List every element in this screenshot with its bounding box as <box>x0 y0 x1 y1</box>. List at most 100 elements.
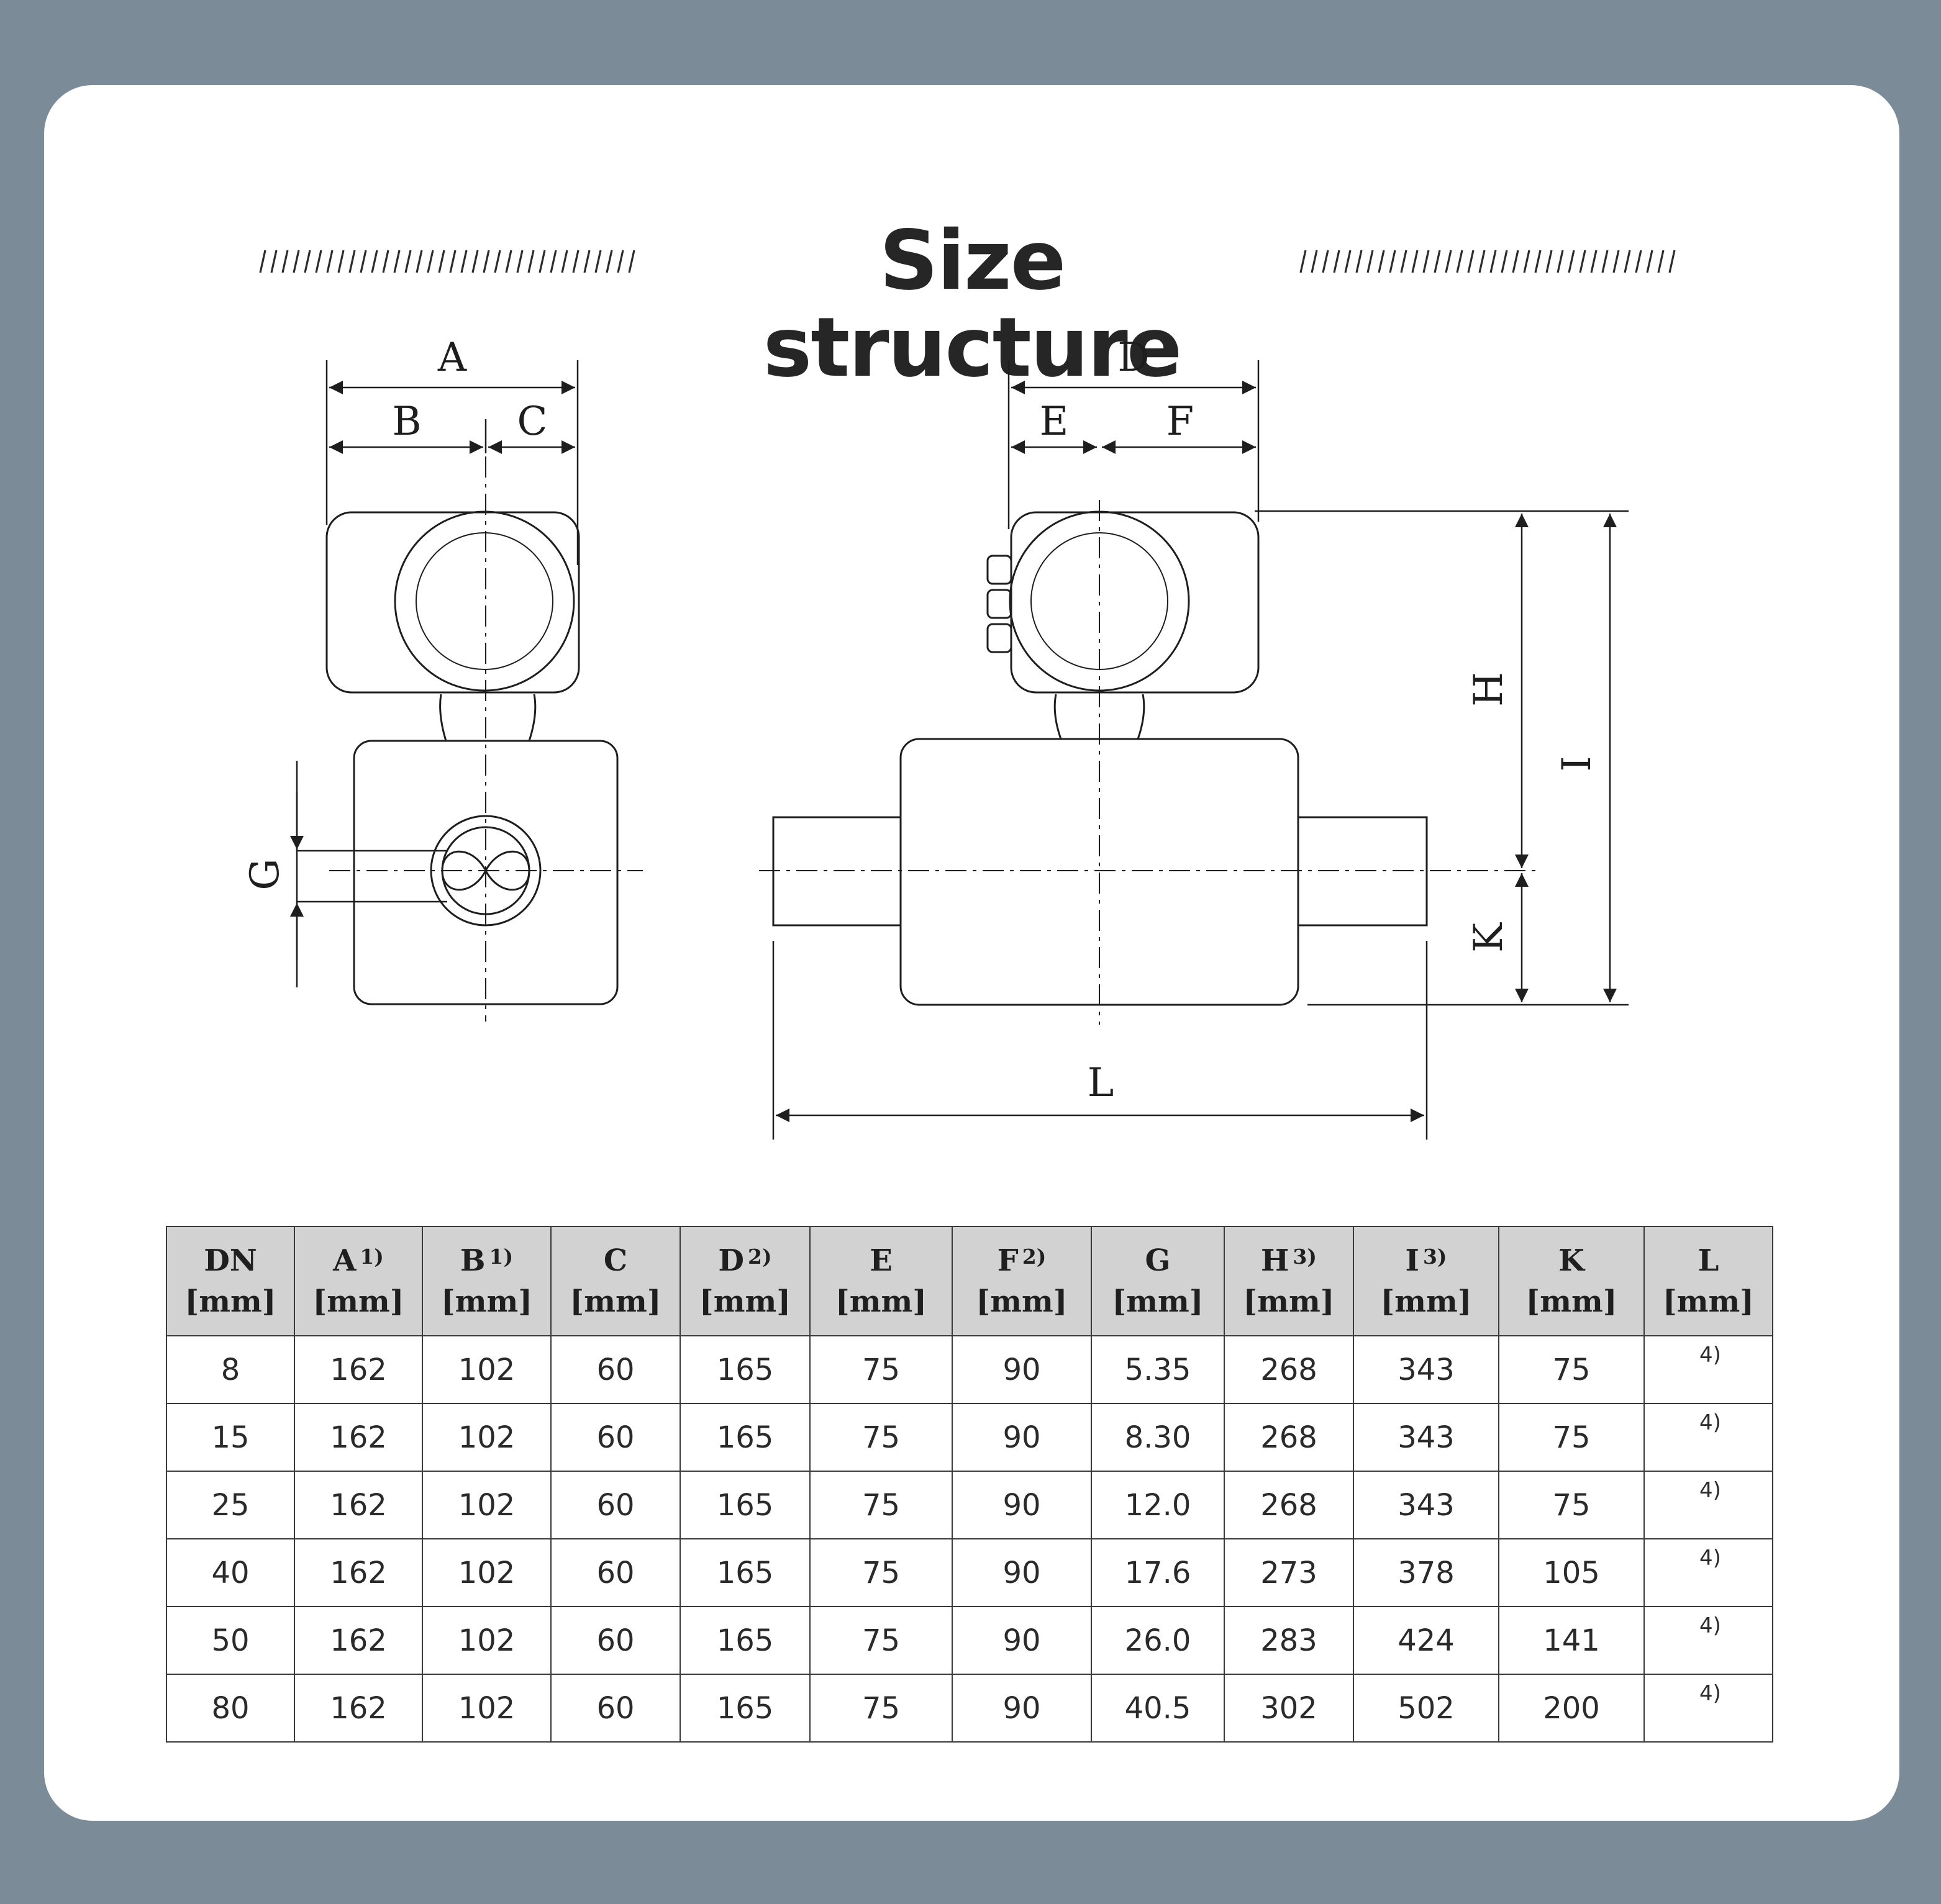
front-display-glass <box>416 532 553 670</box>
column-header-l: L[mm] <box>1643 1226 1773 1336</box>
side-housing <box>1010 511 1260 694</box>
table-cell-l: 4) <box>1643 1471 1773 1539</box>
table-cell: 90 <box>952 1471 1092 1539</box>
table-cell: 162 <box>294 1335 423 1404</box>
page-title: Size structure <box>763 213 1183 396</box>
table-cell: 165 <box>680 1538 811 1607</box>
table-cell: 141 <box>1498 1606 1645 1675</box>
label-f: F <box>1166 399 1194 445</box>
title-row: Size structure <box>0 217 1941 391</box>
table-cell: 26.0 <box>1091 1606 1225 1675</box>
table-cell: 25 <box>166 1471 295 1539</box>
column-header-c: C [mm] <box>550 1226 681 1336</box>
cable-gland-2 <box>986 589 1012 619</box>
table-cell: 162 <box>294 1606 423 1675</box>
table-cell: 165 <box>680 1674 811 1743</box>
footnote-marker: 1) <box>489 1244 514 1269</box>
table-cell: 60 <box>550 1538 681 1607</box>
column-header-label: C <box>603 1243 628 1278</box>
dimension-lines <box>290 360 1629 1140</box>
table-cell: 162 <box>294 1471 423 1539</box>
label-a: A <box>437 335 467 381</box>
column-header-unit: [mm] <box>1525 1284 1617 1319</box>
table-cell: 102 <box>422 1538 552 1607</box>
table-cell: 80 <box>166 1674 295 1743</box>
column-header-e: E [mm] <box>809 1226 953 1336</box>
column-header-g: G[mm] <box>1091 1226 1225 1336</box>
label-i: I <box>1554 756 1600 771</box>
side-view <box>759 500 1540 1025</box>
dimension-drawing: A B C D E F L G H I K <box>242 335 1629 1140</box>
front-view <box>325 419 643 1022</box>
table-cell: 502 <box>1353 1674 1499 1743</box>
table-cell: 90 <box>952 1674 1092 1743</box>
label-g: G <box>242 858 288 890</box>
table-cell: 90 <box>952 1606 1092 1675</box>
footnote-marker: 2) <box>748 1244 772 1269</box>
table-cell: 50 <box>166 1606 295 1675</box>
column-header-label: DN <box>204 1243 257 1278</box>
cable-gland-3 <box>986 623 1012 653</box>
column-header-label: G <box>1145 1243 1171 1278</box>
column-header-unit: [mm] <box>441 1284 532 1319</box>
column-header-label: K <box>1558 1243 1584 1278</box>
column-header-unit: [mm] <box>835 1284 927 1319</box>
front-neck <box>439 694 537 742</box>
column-header-label: E <box>870 1243 893 1278</box>
label-d: D <box>1117 335 1149 381</box>
footnote-marker: 4) <box>1699 1681 1721 1706</box>
table-cell: 102 <box>422 1403 552 1472</box>
column-header-unit: [mm] <box>312 1284 404 1319</box>
table-cell: 273 <box>1224 1538 1354 1607</box>
table-cell: 268 <box>1224 1403 1354 1472</box>
column-header-unit: [mm] <box>570 1284 661 1319</box>
table-cell: 75 <box>1498 1335 1645 1404</box>
footnote-marker: 4) <box>1699 1478 1721 1503</box>
cable-gland-1 <box>986 555 1012 585</box>
table-cell: 60 <box>550 1606 681 1675</box>
column-header-unit: [mm] <box>699 1284 791 1319</box>
table-cell: 102 <box>422 1335 552 1404</box>
table-cell: 60 <box>550 1335 681 1404</box>
table-cell: 15 <box>166 1403 295 1472</box>
table-cell: 162 <box>294 1674 423 1743</box>
footnote-marker: 4) <box>1699 1343 1721 1367</box>
table-cell: 75 <box>809 1606 953 1675</box>
footnote-marker: 4) <box>1699 1546 1721 1571</box>
table-cell: 268 <box>1224 1471 1354 1539</box>
table-cell: 60 <box>550 1403 681 1472</box>
table-cell: 343 <box>1353 1403 1499 1472</box>
table-cell: 283 <box>1224 1606 1354 1675</box>
table-cell: 302 <box>1224 1674 1354 1743</box>
footnote-marker: 1) <box>360 1244 384 1269</box>
footnote-marker: 4) <box>1699 1410 1721 1435</box>
table-cell: 343 <box>1353 1471 1499 1539</box>
table-cell: 60 <box>550 1674 681 1743</box>
table-cell: 12.0 <box>1091 1471 1225 1539</box>
table-cell-l: 4) <box>1643 1606 1773 1675</box>
column-header-unit: [mm] <box>1243 1284 1335 1319</box>
label-e: E <box>1040 399 1069 445</box>
footnote-marker: 2) <box>1022 1244 1047 1269</box>
table-cell: 424 <box>1353 1606 1499 1675</box>
table-cell: 75 <box>809 1403 953 1472</box>
table-cell: 102 <box>422 1674 552 1743</box>
column-header-unit: [mm] <box>1663 1284 1754 1319</box>
table-cell: 162 <box>294 1403 423 1472</box>
label-b: B <box>392 399 421 445</box>
footnote-marker: 4) <box>1699 1613 1721 1638</box>
